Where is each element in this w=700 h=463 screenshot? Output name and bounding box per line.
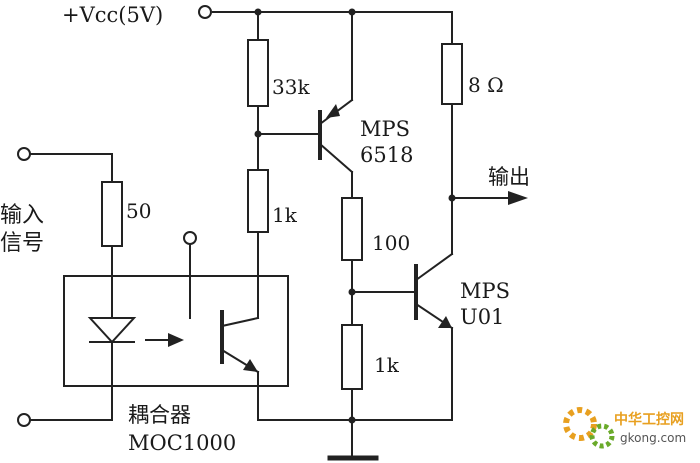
resistor-100	[341, 197, 363, 261]
label-coupler-part: MOC1000	[128, 431, 236, 455]
input-terminal-top	[17, 147, 31, 161]
label-input-line2: 信号	[0, 231, 44, 256]
optocoupler-box	[63, 275, 289, 387]
output-arrow	[508, 191, 528, 205]
label-q1-name: MPS	[360, 117, 410, 141]
label-coupler-name: 耦合器	[128, 403, 191, 427]
label-1k-upper: 1k	[272, 203, 298, 227]
label-vcc: +Vcc(5V)	[62, 3, 163, 27]
resistor-33k	[247, 39, 269, 107]
label-100: 100	[372, 231, 410, 255]
watermark-logo: 中华工控网 gkong.com	[563, 407, 686, 449]
label-1k-lower: 1k	[374, 353, 400, 377]
label-50: 50	[126, 199, 151, 223]
label-q2-part: U01	[460, 305, 504, 329]
base-open-terminal	[183, 231, 197, 245]
gear-icon-small	[589, 423, 615, 449]
label-8ohm: 8 Ω	[468, 73, 504, 97]
gear-icon	[563, 407, 597, 441]
resistor-50	[101, 181, 123, 247]
phototransistor-collector	[220, 316, 260, 328]
q2-collector-lead	[414, 252, 454, 282]
resistor-1k-upper	[247, 169, 269, 233]
input-terminal-bottom	[17, 413, 31, 427]
q1-collector-lead	[318, 142, 354, 174]
phototransistor-emitter-arrow	[243, 359, 258, 372]
resistor-8ohm	[441, 43, 463, 105]
label-33k: 33k	[272, 75, 310, 99]
resistor-1k-lower	[341, 324, 363, 390]
q2-emitter-arrow	[438, 316, 452, 328]
label-output: 输出	[488, 165, 530, 189]
vcc-terminal	[198, 5, 212, 19]
led-diode	[87, 317, 137, 344]
label-q1-part: 6518	[360, 143, 413, 167]
light-arrow-head	[168, 333, 184, 347]
label-input-line1: 输入	[0, 203, 44, 228]
watermark-line2: gkong.com	[620, 431, 686, 445]
label-q2-name: MPS	[460, 279, 510, 303]
watermark-line1: 中华工控网	[614, 411, 684, 428]
q1-emitter-arrow	[326, 104, 340, 118]
